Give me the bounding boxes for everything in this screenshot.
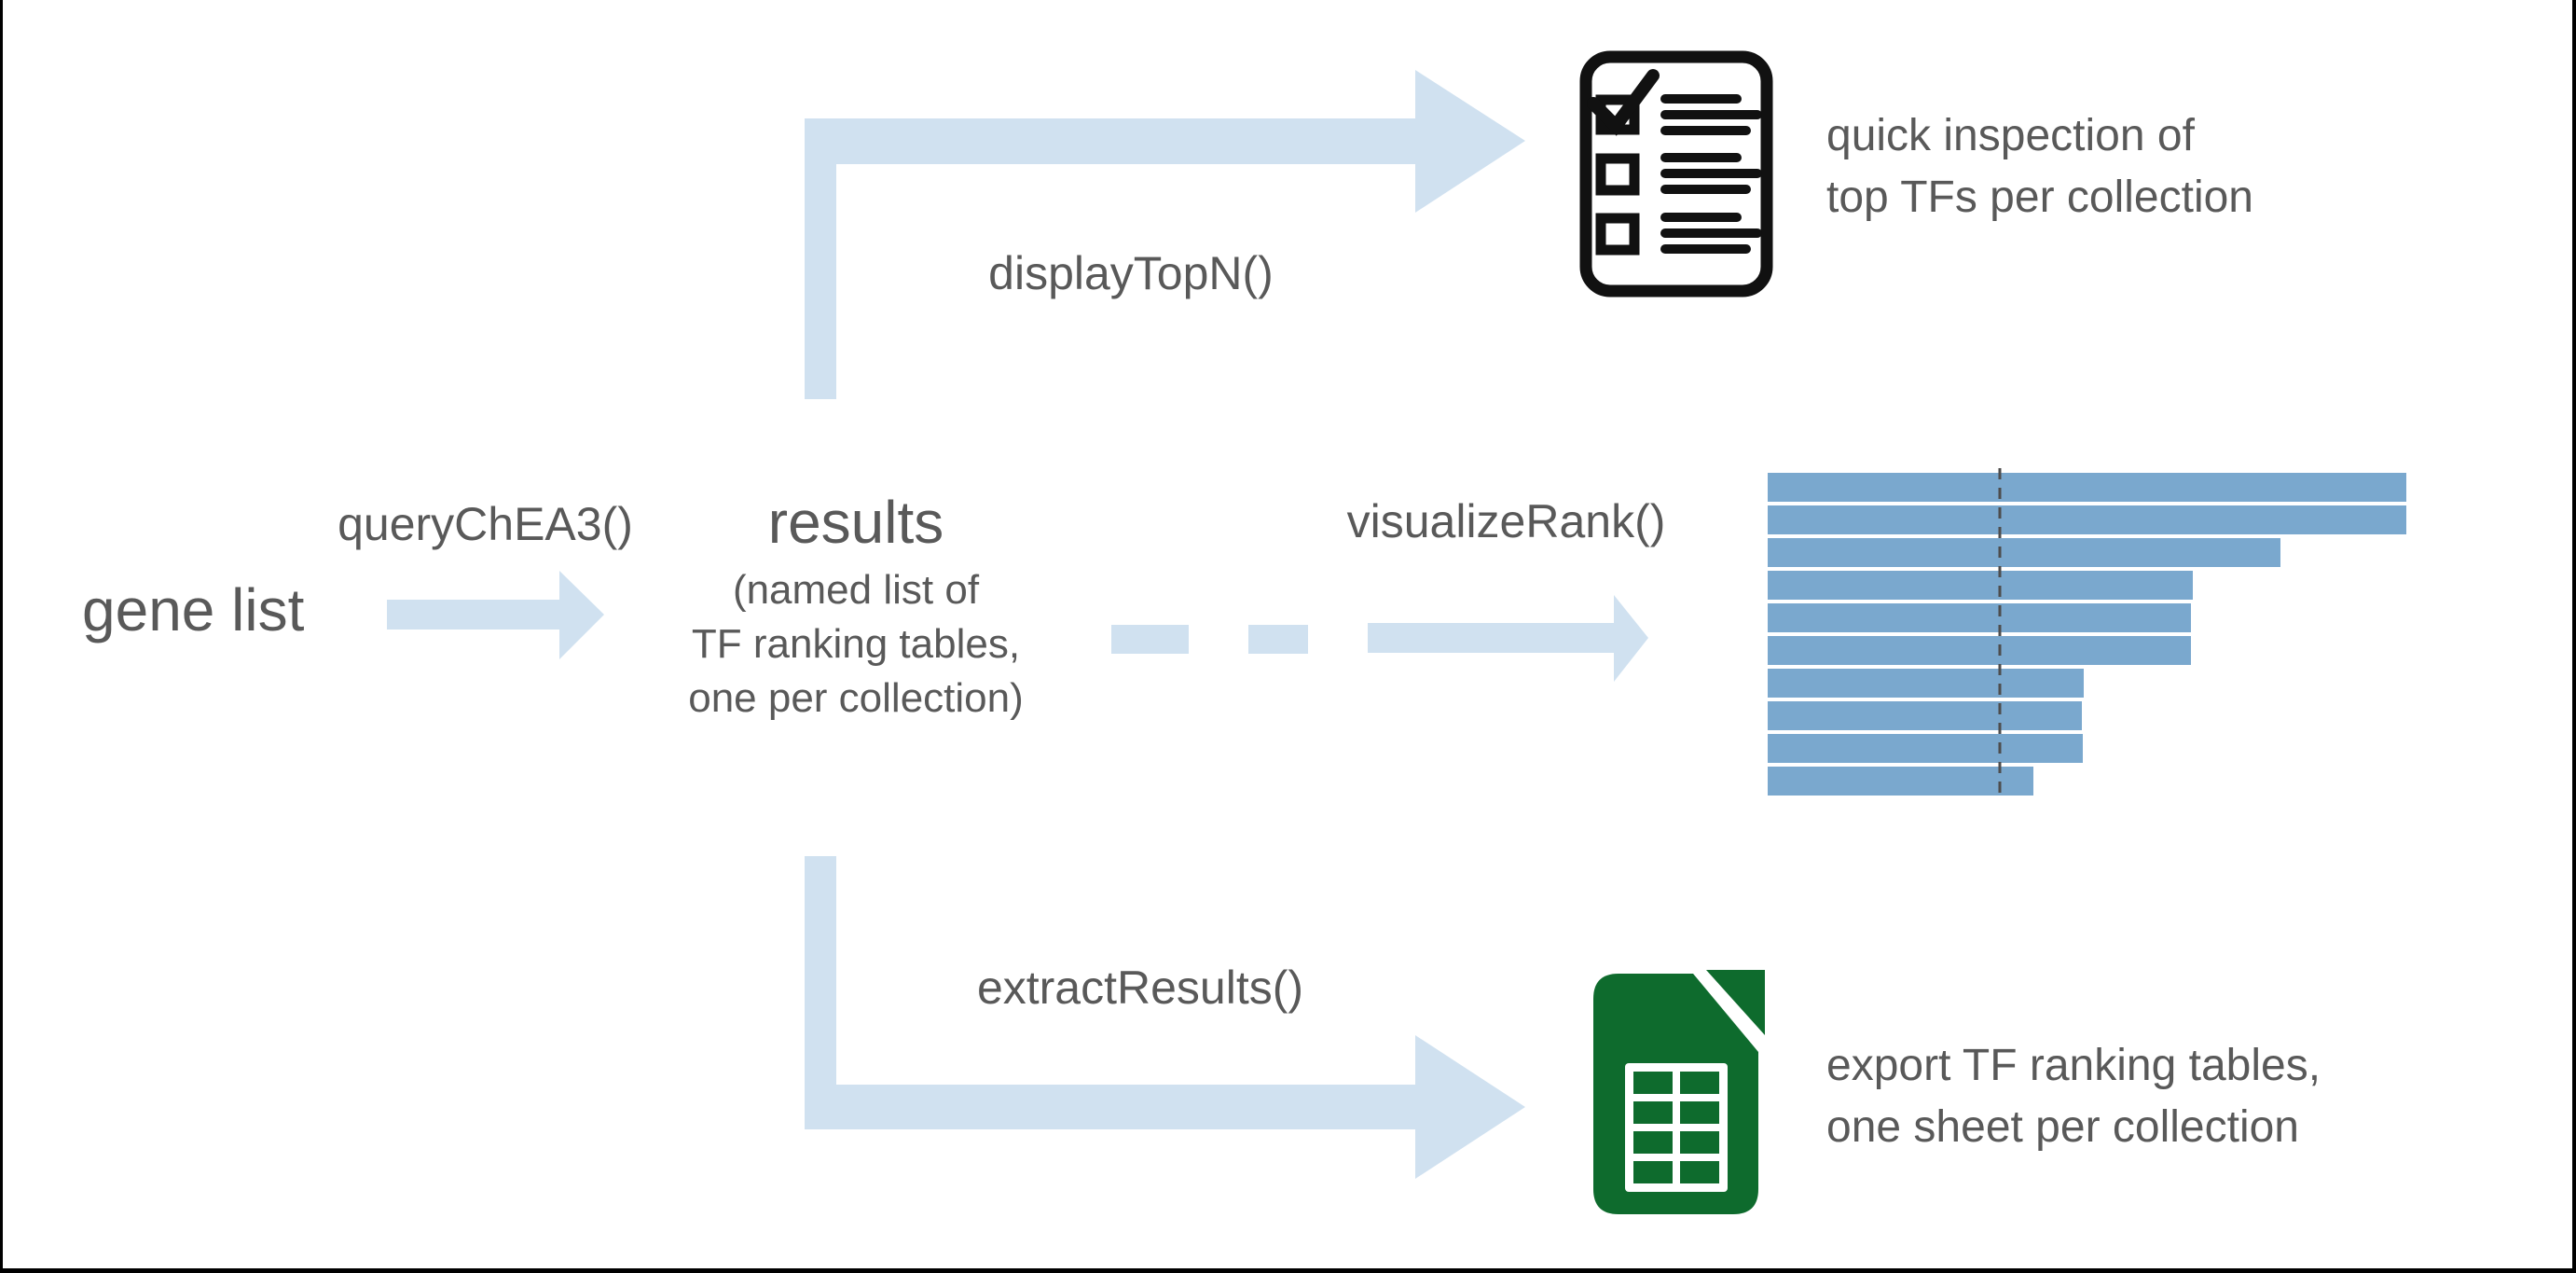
results-title: results: [767, 489, 944, 556]
inspection-line2: top TFs per collection: [1826, 173, 2253, 223]
chart-bar: [1768, 701, 2082, 730]
results-caption-line: one per collection): [688, 674, 1024, 721]
results-caption: (named list of TF ranking tables, one pe…: [679, 563, 1033, 726]
export-annotation: export TF ranking tables, one sheet per …: [1826, 1035, 2321, 1158]
chart-bar: [1768, 473, 2406, 502]
arrow-dash: [1248, 625, 1308, 654]
results-caption-line: TF ranking tables,: [691, 620, 1021, 667]
chart-bar: [1768, 767, 2033, 796]
export-line1: export TF ranking tables,: [1826, 1041, 2321, 1090]
visualize-rank-label: visualizeRank(): [1346, 495, 1666, 547]
export-line2: one sheet per collection: [1826, 1102, 2299, 1153]
arrow-results-to-export: [805, 856, 1525, 1179]
rank-bars: [1768, 473, 2406, 796]
chart-bar: [1768, 505, 2406, 534]
chart-bar: [1768, 571, 2193, 600]
inspection-annotation: quick inspection of top TFs per collecti…: [1826, 105, 2253, 228]
arrow-gene-to-results: [387, 571, 604, 659]
folded-corner: [1706, 970, 1765, 1035]
checklist-icon: [1579, 50, 1773, 297]
chart-bar: [1768, 669, 2084, 698]
query-chea3-label: queryChEA3(): [337, 498, 633, 550]
chart-bar: [1768, 538, 2280, 567]
arrow-dash: [1111, 625, 1189, 654]
inspection-line1: quick inspection of: [1826, 111, 2195, 160]
elbow-down-right-arrow-icon: [805, 856, 1525, 1179]
right-arrow-icon: [1368, 595, 1648, 682]
display-topn-label: displayTopN(): [988, 247, 1274, 299]
right-arrow-icon: [387, 571, 604, 659]
elbow-up-right-arrow-icon: [805, 70, 1525, 399]
gene-list-node: gene list: [82, 576, 305, 643]
rank-bar-chart: [1768, 468, 2406, 798]
extract-results-label: extractResults(): [976, 962, 1304, 1014]
arrow-results-to-chart: [1111, 595, 1648, 682]
results-caption-line: (named list of: [732, 566, 980, 613]
arrow-results-to-inspection: [805, 70, 1525, 399]
chart-bar: [1768, 636, 2191, 665]
results-node: results (named list of TF ranking tables…: [679, 489, 1033, 726]
chart-bar: [1768, 734, 2083, 763]
chart-bar: [1768, 603, 2191, 632]
spreadsheet-icon: [1593, 970, 1765, 1214]
